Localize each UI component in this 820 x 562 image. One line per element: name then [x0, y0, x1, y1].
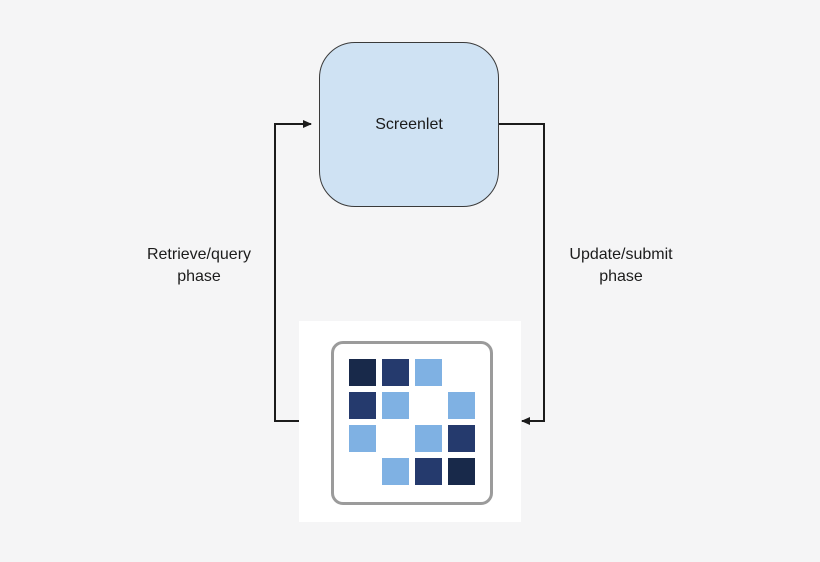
logo-cell-light: [448, 392, 475, 419]
liferay-mosaic-logo: [331, 341, 493, 505]
logo-cell-none: [448, 359, 475, 386]
update-phase-label-line1: Update/submit: [569, 246, 673, 263]
logo-cell-medium: [415, 458, 442, 485]
logo-cell-none: [415, 392, 442, 419]
update-phase-label-line2: phase: [599, 268, 643, 285]
logo-cell-dark: [448, 458, 475, 485]
logo-cell-light: [382, 392, 409, 419]
screenlet-node-label: Screenlet: [375, 115, 443, 133]
logo-cell-none: [349, 458, 376, 485]
logo-cell-none: [382, 425, 409, 452]
backend-image-panel: [299, 321, 521, 522]
screenlet-node: Screenlet: [319, 42, 499, 207]
logo-cell-medium: [382, 359, 409, 386]
logo-cell-light: [415, 425, 442, 452]
logo-cell-medium: [349, 392, 376, 419]
logo-cell-dark: [349, 359, 376, 386]
retrieve-phase-label-line2: phase: [177, 268, 221, 285]
retrieve-phase-label: Retrieve/query phase: [114, 244, 284, 288]
logo-cell-light: [349, 425, 376, 452]
retrieve-phase-label-line1: Retrieve/query: [146, 246, 252, 263]
update-phase-label: Update/submit phase: [536, 244, 706, 288]
logo-cell-medium: [448, 425, 475, 452]
logo-cell-light: [415, 359, 442, 386]
logo-cell-light: [382, 458, 409, 485]
